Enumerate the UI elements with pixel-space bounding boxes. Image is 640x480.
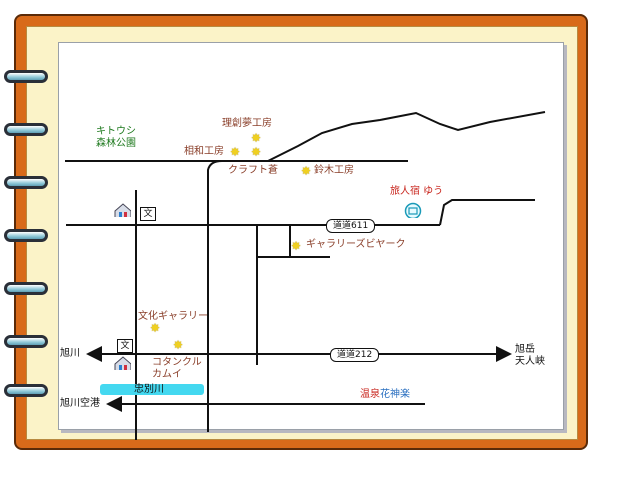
- school-icon: 文: [117, 339, 133, 353]
- notebook-ring-icon: [4, 335, 48, 348]
- school-icon: 文: [140, 207, 156, 221]
- gallery-star-icon: ✸: [251, 131, 262, 145]
- kotan-label-2[interactable]: カムイ: [152, 369, 182, 380]
- asahikawa-label: 旭川: [60, 348, 80, 359]
- airport-label: 旭川空港: [60, 398, 100, 409]
- notebook-ring-icon: [4, 123, 48, 136]
- road-611-east: [439, 199, 535, 226]
- gallery-star-icon: ✸: [251, 145, 262, 159]
- ryokan-label[interactable]: 旅人宿 ゆう: [390, 186, 444, 197]
- notebook-ring-icon: [4, 70, 48, 83]
- road-mountain: [267, 111, 546, 162]
- gallery-star-icon: ✸: [173, 338, 184, 352]
- asahidake-label-2: 天人峡: [515, 356, 545, 367]
- notebook-ring-icon: [4, 229, 48, 242]
- chubetsu-river: [100, 384, 204, 395]
- onsen-text: 温泉: [360, 389, 380, 400]
- kitoushi-label-2[interactable]: 森林公園: [96, 138, 136, 149]
- gallery-star-icon: ✸: [291, 239, 302, 253]
- gallery-star-icon: ✸: [230, 145, 241, 159]
- rishinmu-label[interactable]: 理創夢工房: [222, 118, 272, 129]
- notebook-ring-icon: [4, 282, 48, 295]
- road-212-badge: 道道212: [330, 348, 380, 362]
- notebook-ring-icon: [4, 176, 48, 189]
- road-611-badge: 道道611: [326, 219, 376, 233]
- hanakagura-text: 花神楽: [380, 389, 410, 400]
- gallery-star-icon: ✸: [150, 321, 161, 335]
- gallery-star-icon: ✸: [301, 164, 312, 178]
- suzuki-label[interactable]: 鈴木工房: [314, 165, 354, 176]
- craft-label[interactable]: クラフト蒼: [228, 165, 278, 176]
- kotan-label-1[interactable]: コタンクル: [152, 357, 202, 368]
- notebook-ring-icon: [4, 384, 48, 397]
- ryokan-icon: [404, 202, 422, 218]
- map-card: [58, 42, 564, 430]
- road-vertical-center: [207, 160, 223, 432]
- house-icon: [114, 356, 131, 370]
- kitoushi-label-1[interactable]: キトウシ: [96, 126, 136, 137]
- gallery-bia-label[interactable]: ギャラリーズビヤーク: [306, 239, 406, 250]
- river-label: 忠別川: [134, 384, 164, 395]
- asahidake-label-1: 旭岳: [515, 344, 535, 355]
- house-icon: [114, 203, 131, 217]
- souwa-label[interactable]: 相和工房: [184, 146, 224, 157]
- onsen-label[interactable]: 温泉花神楽: [360, 389, 410, 401]
- bunka-gallery-label[interactable]: 文化ギャラリー: [138, 311, 208, 322]
